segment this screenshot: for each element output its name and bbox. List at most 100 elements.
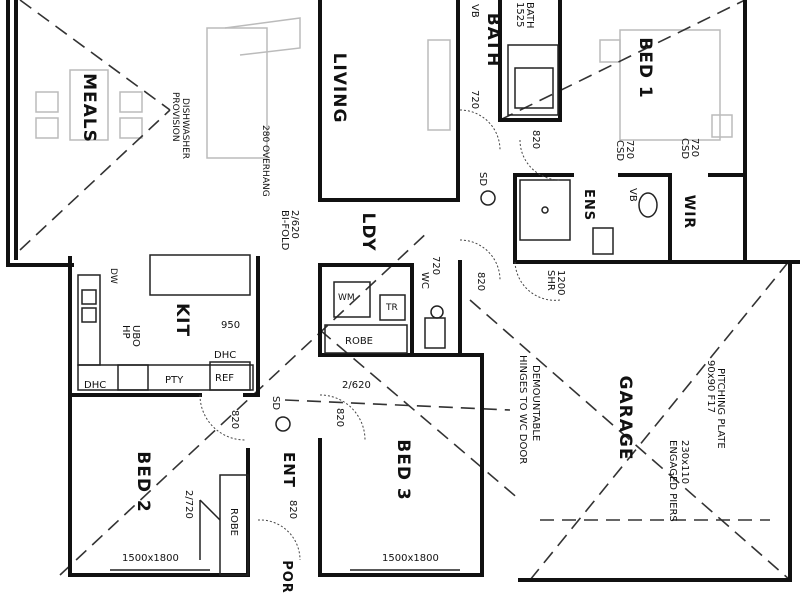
room-label-meals: MEALS bbox=[79, 73, 99, 143]
shower-base bbox=[514, 67, 554, 109]
ensuite-shower bbox=[519, 179, 571, 241]
roof-line bbox=[19, 0, 171, 111]
label-ref: REF bbox=[215, 373, 234, 384]
fridge-space bbox=[209, 361, 251, 391]
room-label-bed3: BED 3 bbox=[393, 439, 413, 500]
trough bbox=[379, 294, 406, 321]
robe-bed2 bbox=[219, 474, 249, 576]
label-demountable: DEMOUNTABLE bbox=[530, 365, 541, 441]
label-door-820-bed2: 820 bbox=[229, 410, 240, 429]
label-dhc-950: 950 bbox=[221, 320, 240, 331]
furniture bbox=[35, 17, 733, 159]
label-door-720-bath: 720 bbox=[469, 90, 480, 109]
bed-1-bed bbox=[619, 29, 721, 141]
bathtub bbox=[507, 44, 559, 116]
meals-table bbox=[69, 69, 109, 141]
robe-door-icon bbox=[199, 499, 221, 521]
label-shr: SHR bbox=[545, 270, 556, 291]
roof-line bbox=[19, 109, 171, 251]
label-pitching: PITCHING PLATE bbox=[715, 368, 726, 449]
roof-line bbox=[284, 399, 511, 411]
label-wc: WC bbox=[419, 272, 430, 289]
roof-lines bbox=[19, 0, 791, 581]
room-label-kit: KIT bbox=[172, 303, 192, 337]
bedside-table bbox=[711, 114, 733, 138]
fixtures bbox=[77, 44, 658, 576]
label-provision: PROVISION bbox=[170, 92, 180, 142]
label-hinges: HINGES TO WC DOOR bbox=[517, 355, 528, 464]
label-pty: PTY bbox=[165, 375, 184, 386]
label-door-820-wc: 820 bbox=[475, 272, 486, 291]
room-label-garage: GARAGE bbox=[615, 376, 635, 461]
room-label-wir: WIR bbox=[681, 195, 697, 229]
label-overhang: 280 OVERHANG bbox=[260, 125, 270, 197]
door-swing bbox=[459, 109, 501, 151]
robe-bed3 bbox=[324, 324, 408, 354]
label-robe-bed2: ROBE bbox=[228, 508, 239, 536]
label-piers-size: 230x110 bbox=[679, 440, 690, 484]
meals-chair bbox=[119, 117, 143, 139]
room-label-bed2: BED 2 bbox=[133, 451, 153, 512]
label-piers: ENGAGED PIERS bbox=[667, 440, 678, 522]
meals-chair bbox=[35, 91, 59, 113]
sink-icon bbox=[81, 307, 97, 323]
sofa bbox=[206, 27, 268, 159]
label-robe-size: 2/620 bbox=[342, 380, 371, 391]
cooktop-icon bbox=[117, 364, 149, 391]
room-label-por: POR bbox=[279, 560, 294, 594]
label-door-720-wir: 720 bbox=[689, 138, 700, 157]
kitchen-rear-bench bbox=[77, 364, 254, 391]
label-door-820-bed3: 820 bbox=[334, 408, 345, 427]
smoke-detector-icon bbox=[275, 416, 291, 432]
label-ubo: UBO bbox=[130, 325, 141, 347]
sofa-arm bbox=[224, 17, 301, 56]
label-window-bed2: 1500x1800 bbox=[122, 553, 179, 564]
label-pitching-size: 90x90 F17 bbox=[705, 360, 716, 413]
label-tr: TR bbox=[385, 303, 398, 313]
label-csd-2: CSD bbox=[679, 138, 690, 159]
kitchen-island bbox=[149, 254, 251, 296]
label-vb-bath: VB bbox=[469, 4, 480, 18]
room-label-ent: ENT bbox=[280, 452, 298, 488]
label-dhc-top: DHC bbox=[214, 350, 236, 361]
label-sd-1: SD bbox=[477, 172, 488, 186]
drain-icon bbox=[541, 206, 549, 214]
label-bifold: BI-FOLD bbox=[279, 210, 290, 251]
label-hp: HP bbox=[120, 325, 131, 339]
entertainment-unit bbox=[427, 39, 451, 131]
door-swing bbox=[257, 519, 301, 561]
door-swings bbox=[199, 109, 561, 561]
room-label-ens: ENS bbox=[581, 189, 596, 221]
roof-line bbox=[469, 299, 791, 581]
basin-icon bbox=[638, 192, 658, 218]
washing-machine bbox=[333, 281, 371, 318]
label-bifold-size: 2/620 bbox=[289, 210, 300, 239]
wc-pan-icon bbox=[430, 305, 444, 319]
label-csd-1: CSD bbox=[614, 140, 625, 161]
label-window-bed3: 1500x1800 bbox=[382, 553, 439, 564]
label-wm: WM bbox=[338, 293, 355, 303]
label-door-820-ent: 820 bbox=[287, 500, 298, 519]
room-label-living: LIVING bbox=[329, 53, 349, 124]
label-sd-2: SD bbox=[270, 396, 281, 410]
bedside-table bbox=[599, 39, 621, 63]
door-swing bbox=[199, 394, 246, 441]
roof-line bbox=[59, 229, 431, 576]
label-door-820-bath: 820 bbox=[530, 130, 541, 149]
door-swing bbox=[319, 394, 366, 441]
room-label-bath: BATH bbox=[483, 13, 503, 68]
label-door-720-csd: 720 bbox=[624, 140, 635, 159]
label-dishwasher: DISHWASHER bbox=[180, 98, 190, 159]
room-label-ldy: LDY bbox=[358, 212, 378, 251]
roof-line bbox=[529, 259, 791, 581]
label-bath-size: 1525 bbox=[514, 2, 525, 27]
label-robe-bed3: ROBE bbox=[345, 336, 373, 347]
room-label-bed1: BED 1 bbox=[635, 37, 655, 98]
sink-icon bbox=[81, 289, 97, 305]
label-dw: DW bbox=[108, 268, 118, 284]
label-shr-size: 1200 bbox=[555, 270, 566, 295]
door-swing bbox=[514, 261, 561, 301]
smoke-detector-icon bbox=[480, 190, 496, 206]
meals-chair bbox=[119, 91, 143, 113]
label-dhc-bottom: DHC bbox=[84, 380, 106, 391]
